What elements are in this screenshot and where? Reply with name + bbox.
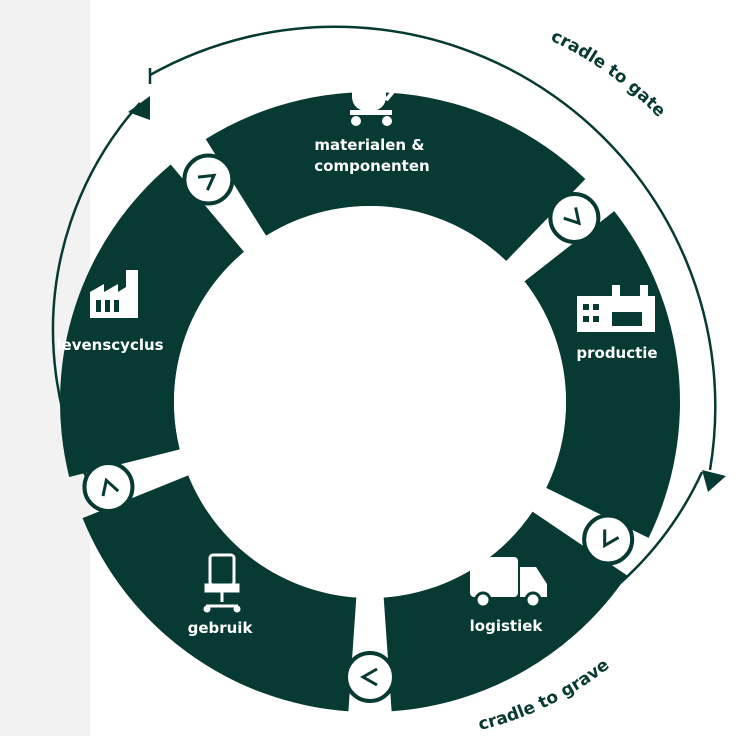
cart-icon: [350, 77, 400, 126]
connector-circle: [182, 153, 235, 206]
arrowhead-left: [128, 96, 150, 120]
connector-circle: [582, 513, 635, 566]
truck-icon: [470, 557, 547, 609]
connector-circle: [548, 191, 601, 244]
chevron-icon: [563, 207, 582, 226]
connectors-group: [82, 153, 635, 703]
connector-circle: [82, 460, 135, 513]
label-logistiek: logistiek: [470, 617, 544, 635]
segments-group: [60, 92, 680, 712]
label-gebruik: gebruik: [188, 619, 254, 637]
segment-gebruik: [82, 475, 357, 712]
factory-icon: [90, 270, 138, 318]
arrowhead-right: [702, 470, 726, 492]
chevron-icon: [101, 477, 120, 497]
chevron-icon: [603, 529, 620, 549]
factory-building-icon: [577, 285, 655, 332]
label-levenscyclus: levenscyclus: [56, 336, 163, 354]
cradle-to-gate-label: cradle to gate: [548, 26, 670, 121]
segment-levenscyclus: [60, 164, 245, 477]
chevron-icon: [359, 667, 378, 687]
office-chair-icon: [203, 553, 241, 613]
label-materialen: materialen & componenten: [314, 136, 429, 175]
segment-logistiek: [383, 511, 628, 712]
connector-circle: [344, 651, 396, 703]
cradle-to-gate-arc: [149, 25, 717, 471]
center-hole: [174, 206, 566, 598]
segment-materialen: [205, 92, 586, 262]
label-productie: productie: [576, 344, 657, 362]
chevron-icon: [197, 173, 217, 191]
